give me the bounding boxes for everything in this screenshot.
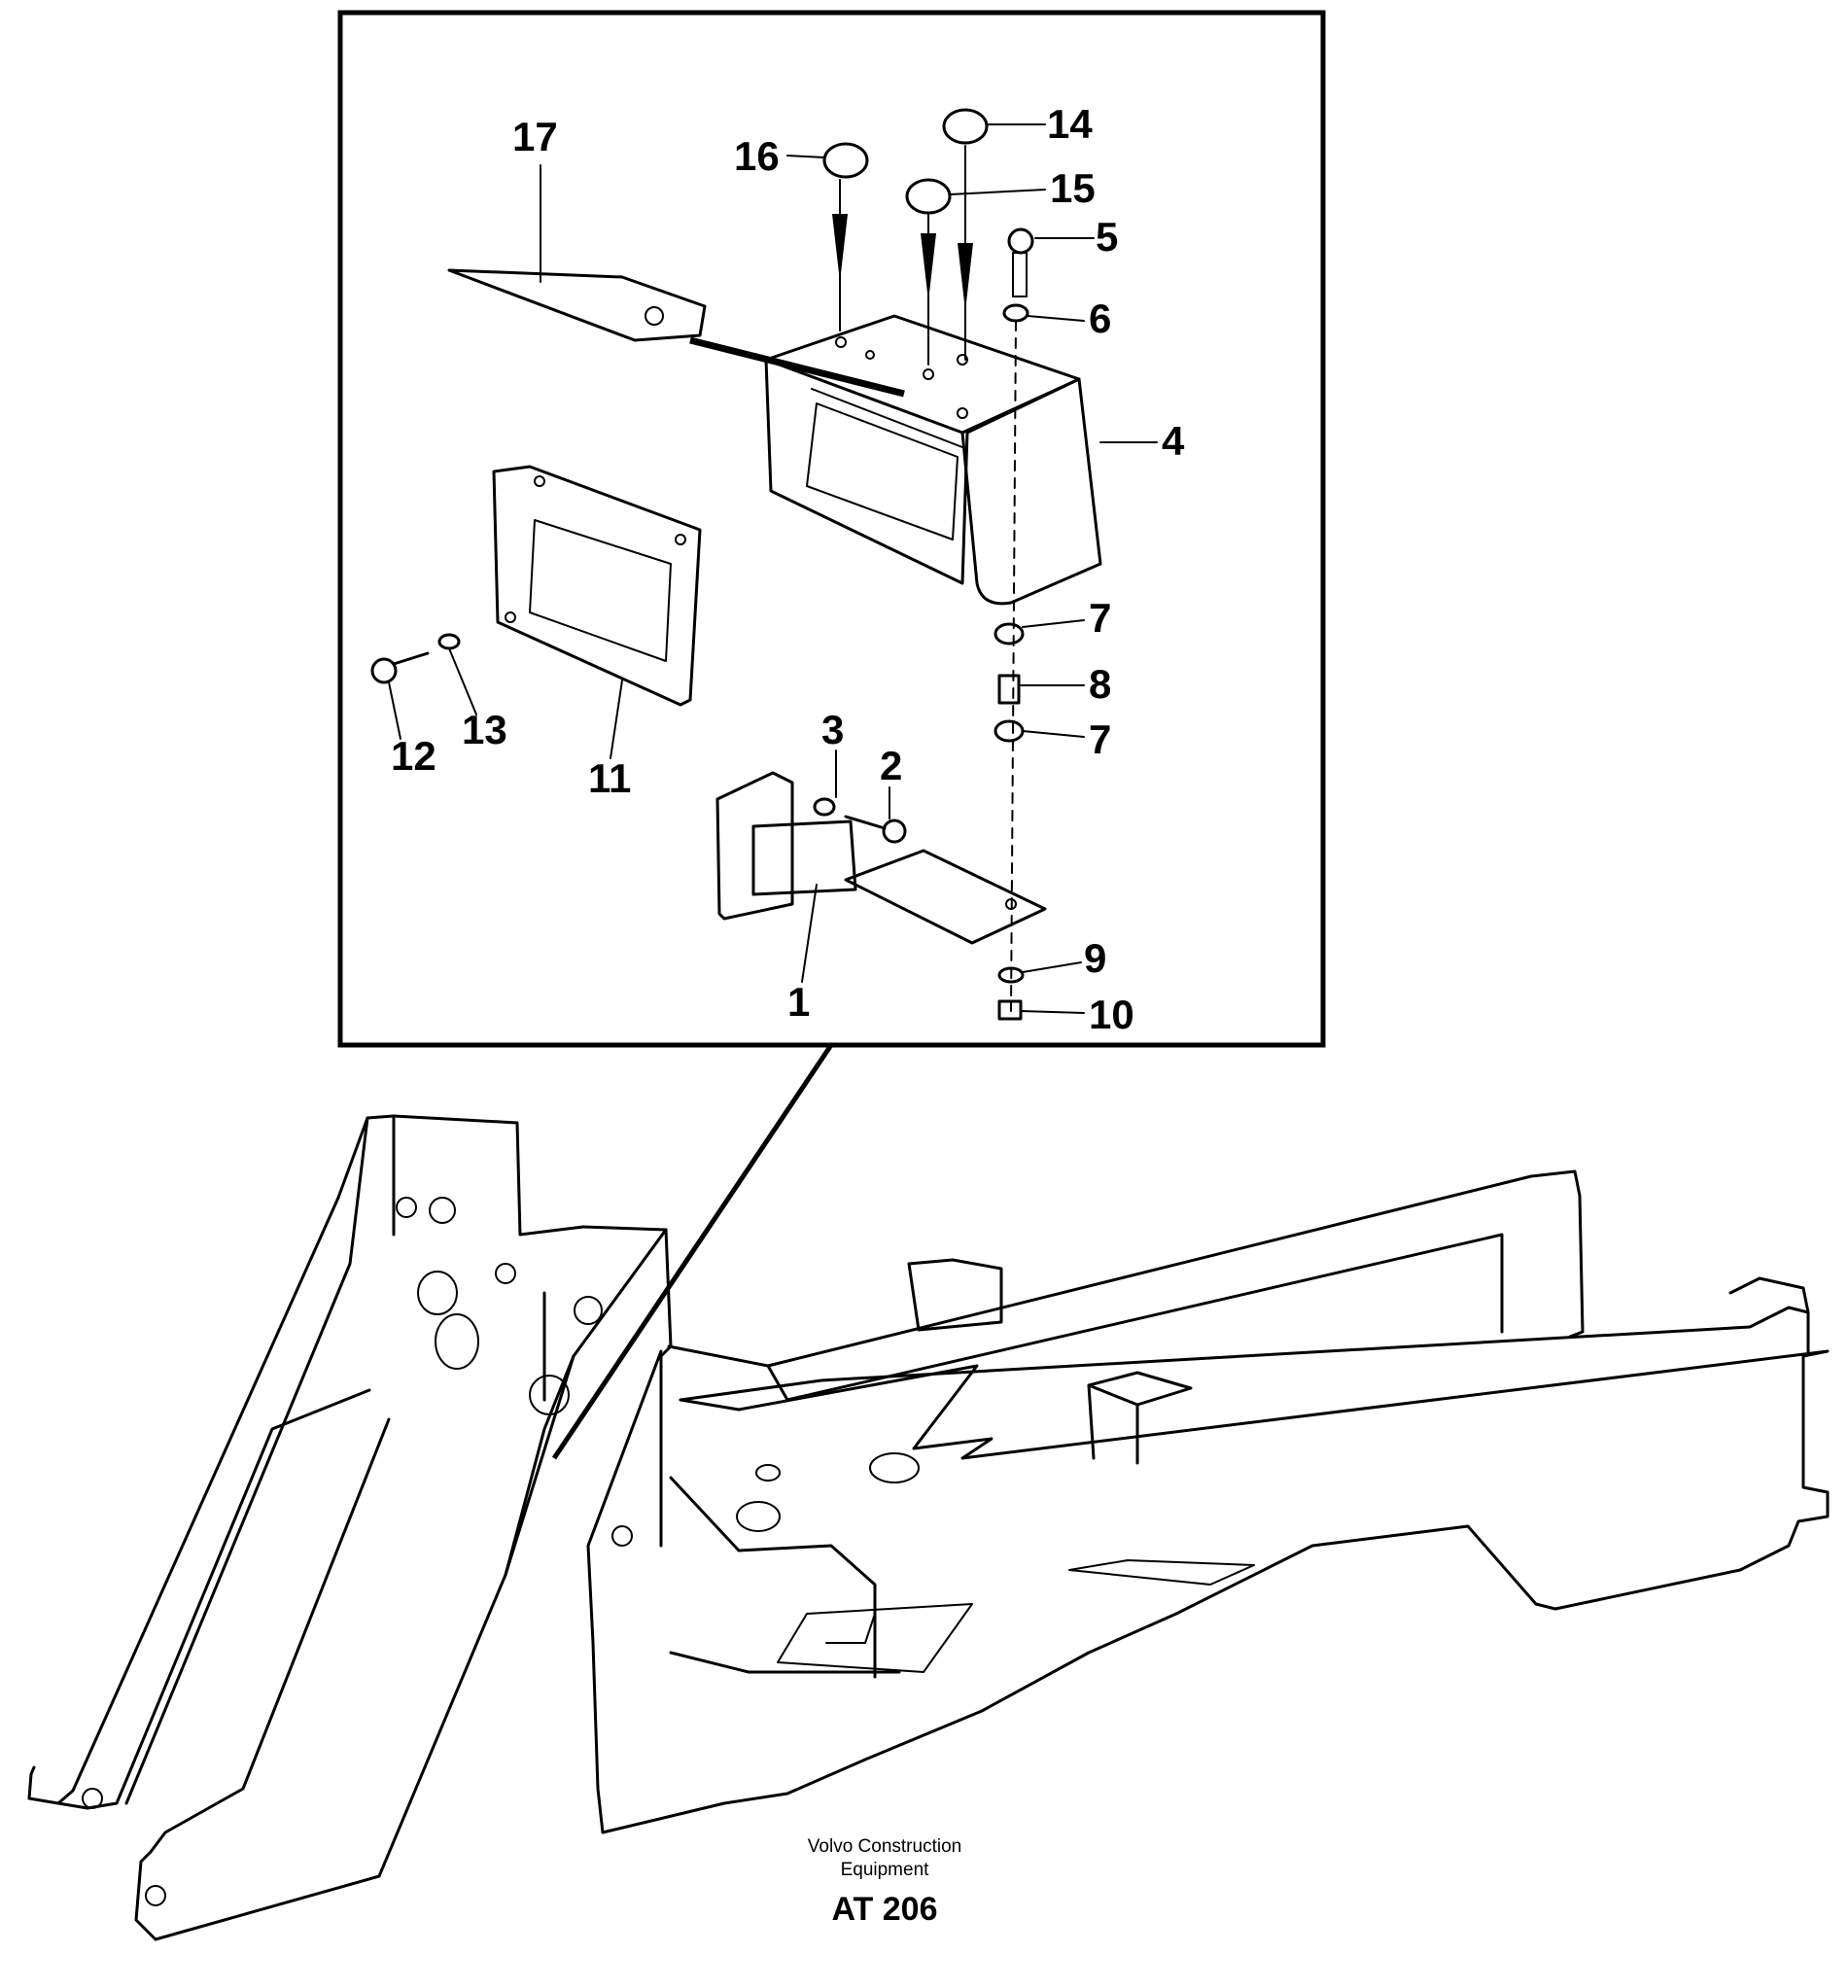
part-12-bolt xyxy=(370,651,430,684)
assembly-axis-line xyxy=(1010,320,1017,1012)
machine-front-frame xyxy=(27,1114,673,1941)
company-line-1: Volvo Construction xyxy=(807,1836,962,1857)
company-name: Volvo Construction Equipment xyxy=(739,1835,1030,1882)
company-line-2: Equipment xyxy=(840,1860,929,1880)
part-13-washer xyxy=(437,633,461,650)
drawing-code: AT 206 xyxy=(831,1891,938,1928)
machine-chassis-frame xyxy=(601,1169,1830,1834)
part-17-plate xyxy=(447,268,905,398)
callout-4: 4 xyxy=(1162,418,1185,464)
callout-10: 10 xyxy=(1089,992,1134,1037)
detail-leader-line xyxy=(551,1043,834,1460)
callout-11: 11 xyxy=(588,755,631,801)
leader-lines xyxy=(388,123,1158,1014)
part-4-cover-box xyxy=(764,314,1102,606)
callout-6: 6 xyxy=(1089,296,1111,341)
part-7-bushing-upper xyxy=(994,622,1025,645)
part-6-washer xyxy=(1002,303,1029,323)
part-9-washer xyxy=(997,966,1025,984)
callout-15: 15 xyxy=(1050,165,1096,211)
part-3-washer xyxy=(813,797,836,817)
callout-17: 17 xyxy=(512,114,558,159)
detail-frame xyxy=(337,10,1326,1048)
callout-13: 13 xyxy=(462,707,507,752)
part-16-grommet xyxy=(822,142,869,331)
callout-7-upper: 7 xyxy=(1089,595,1111,641)
callout-5: 5 xyxy=(1096,214,1118,260)
part-5-screw xyxy=(1007,227,1034,297)
callout-9: 9 xyxy=(1084,935,1106,981)
callout-8: 8 xyxy=(1089,661,1111,707)
part-1-support xyxy=(715,771,1047,945)
callout-2: 2 xyxy=(880,743,902,788)
callout-labels: 17 16 14 15 5 6 4 7 8 7 11 12 13 3 2 1 9… xyxy=(391,101,1185,1037)
part-7-bushing-lower xyxy=(994,719,1025,743)
callout-7-lower: 7 xyxy=(1089,716,1111,762)
callout-12: 12 xyxy=(391,733,436,779)
part-8-spacer xyxy=(997,674,1021,705)
callout-3: 3 xyxy=(821,707,844,752)
part-14-grommet xyxy=(942,108,989,361)
part-11-bracket-frame xyxy=(492,465,702,707)
callout-14: 14 xyxy=(1047,101,1093,147)
part-2-bolt xyxy=(844,815,907,844)
part-10-nut xyxy=(997,999,1023,1021)
callout-1: 1 xyxy=(787,979,810,1025)
part-15-grommet xyxy=(905,178,952,366)
callout-16: 16 xyxy=(734,133,780,179)
